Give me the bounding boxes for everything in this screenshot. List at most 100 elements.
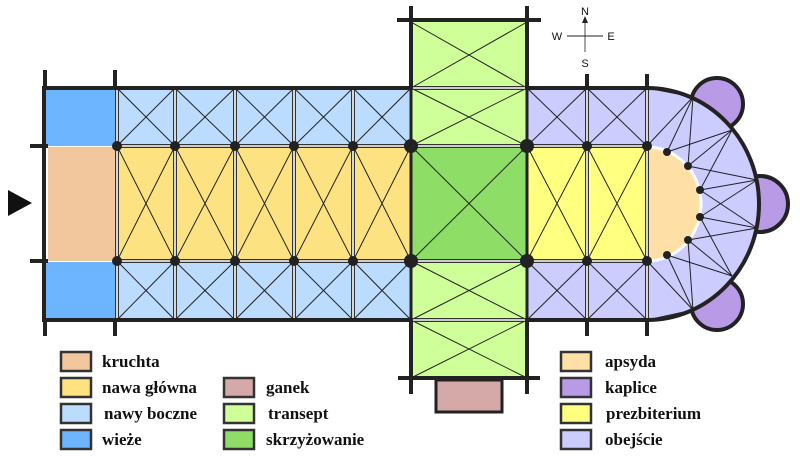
apse-pillar	[684, 236, 692, 244]
vault-rib	[352, 87, 412, 147]
vault-rib	[116, 87, 176, 147]
pillar	[170, 141, 180, 151]
apse-pillar	[696, 213, 704, 221]
vault-rib	[293, 260, 354, 321]
vault-rib	[410, 319, 528, 379]
vault-rib	[234, 260, 295, 321]
vault-rib	[234, 87, 295, 147]
legend-label: prezbiterium	[606, 404, 701, 423]
ganek-wall	[434, 378, 504, 414]
vault-rib	[293, 87, 354, 147]
vault-rib	[699, 216, 758, 229]
legend: kruchta nawa główna nawy boczne wieże ga…	[59, 350, 701, 451]
legend-swatch-transept	[222, 402, 256, 425]
legend-label: apsyda	[605, 352, 657, 371]
vault-rib	[116, 260, 176, 321]
apse-pillar	[663, 251, 671, 259]
vault-rib	[526, 87, 588, 147]
vault-rib	[352, 260, 412, 321]
entrance-arrow-icon	[8, 190, 32, 216]
compass-icon: N S W E	[552, 6, 615, 70]
vault-rib	[116, 145, 176, 262]
apse-pillar	[663, 148, 671, 156]
vault-rib	[586, 260, 648, 321]
vault-rib	[526, 260, 588, 321]
legend-label: nawa główna	[102, 378, 197, 397]
legend-label: skrzyżowanie	[266, 430, 365, 449]
vault-rib	[526, 145, 588, 262]
vault-rib	[410, 145, 528, 262]
vault-rib	[234, 145, 295, 262]
legend-swatch-wieze	[59, 428, 93, 451]
vault-rib	[586, 87, 648, 147]
tower-south	[46, 262, 116, 319]
pillar	[582, 141, 592, 151]
legend-label: nawy boczne	[104, 404, 197, 423]
vault-rib	[687, 239, 733, 277]
vault-rib	[687, 227, 758, 241]
pillar	[230, 256, 240, 266]
legend-swatch-kaplice	[559, 376, 593, 399]
side-porch-ganek	[436, 380, 502, 412]
legend-swatch-kruchta	[59, 350, 93, 373]
pillar	[642, 141, 652, 151]
vault-rib	[410, 21, 528, 89]
vault-rib	[174, 145, 236, 262]
pillar	[112, 256, 122, 266]
vault-rib	[687, 96, 694, 167]
vault-rib	[687, 239, 694, 311]
compass-south: S	[581, 58, 588, 70]
vault-rib	[699, 189, 758, 229]
pillar	[170, 256, 180, 266]
legend-label: transept	[268, 404, 329, 423]
vault-rib	[174, 260, 236, 321]
legend-label: kruchta	[102, 352, 160, 371]
pillar	[404, 254, 418, 268]
tower-north	[46, 89, 116, 146]
legend-swatch-nawa-glowna	[59, 376, 93, 399]
vault-rib	[699, 129, 733, 191]
pillar	[582, 256, 592, 266]
vault-rib	[646, 260, 694, 311]
vault-rib	[352, 145, 412, 262]
pillar	[520, 254, 534, 268]
legend-swatch-nawy-boczne	[59, 402, 93, 425]
porch-kruchta	[48, 147, 116, 261]
legend-swatch-ganek	[222, 376, 256, 399]
pillar	[112, 141, 122, 151]
pillar	[642, 256, 652, 266]
vault-rib	[293, 145, 354, 262]
compass-east: E	[607, 31, 614, 43]
legend-label: obejście	[605, 430, 663, 449]
vault-rib	[646, 96, 694, 147]
pillar	[289, 141, 299, 151]
vault-rib	[699, 179, 758, 191]
pillar	[348, 141, 358, 151]
vault-rib	[586, 145, 648, 262]
legend-label: wieże	[102, 430, 142, 449]
legend-swatch-obejscie	[559, 428, 593, 451]
apse-pillar	[684, 162, 692, 170]
vault-rib	[666, 254, 694, 311]
legend-swatch-apsyda	[559, 350, 593, 373]
compass-north: N	[581, 6, 589, 18]
vault-rib	[174, 87, 236, 147]
pillar	[348, 256, 358, 266]
vault-rib	[666, 254, 733, 277]
legend-label: ganek	[266, 378, 310, 397]
vault-rib	[687, 129, 733, 167]
vault-rib	[666, 96, 694, 153]
vault-rib	[687, 165, 758, 181]
legend-swatch-prezbiterium	[559, 402, 593, 425]
vault-rib	[699, 179, 758, 218]
pillar	[289, 256, 299, 266]
pillar	[230, 141, 240, 151]
vault-rib	[699, 216, 733, 277]
vault-rib	[410, 87, 528, 147]
legend-label: kaplice	[605, 378, 657, 397]
apse-pillar	[696, 186, 704, 194]
pillar	[520, 139, 534, 153]
vault-rib	[410, 260, 528, 321]
